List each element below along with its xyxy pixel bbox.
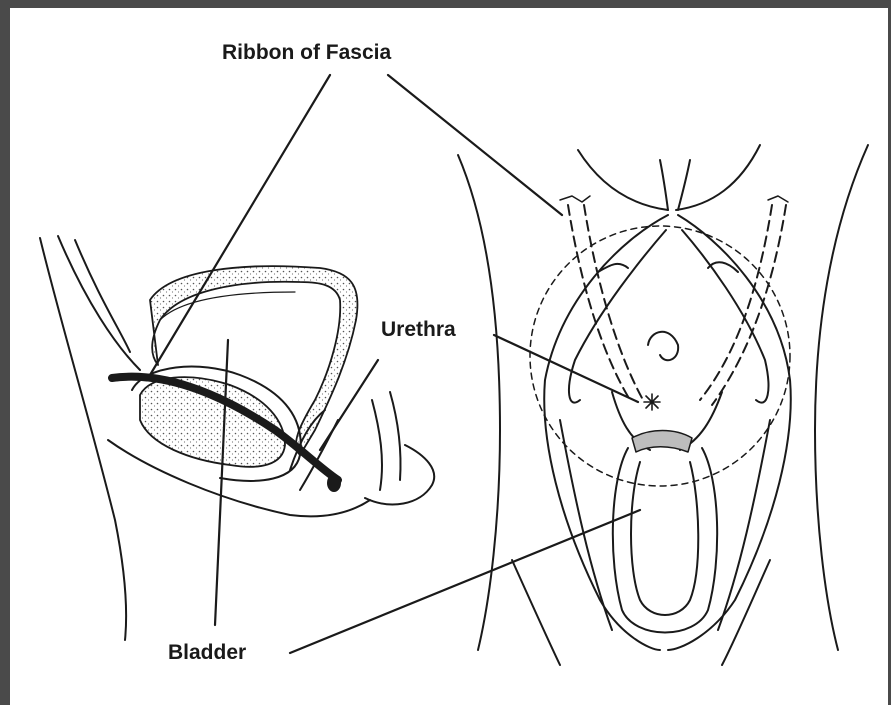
rectum-outline <box>372 400 382 490</box>
leader-lines <box>150 75 640 653</box>
urethra-marker <box>644 394 660 410</box>
frontal-view <box>458 145 868 665</box>
pubic-outline <box>75 240 130 352</box>
abdomen-fold-center-r <box>678 160 690 210</box>
abdominal-wall-outline <box>40 238 126 640</box>
inner-fold-right <box>718 420 770 630</box>
fascia-ribbon-left-a <box>568 205 630 400</box>
right-thigh-outline <box>815 145 868 650</box>
abdomen-fold-left <box>578 150 668 210</box>
vaginal-opening <box>613 448 717 633</box>
retractor-shade <box>632 431 692 453</box>
abdomen-fold-right <box>676 145 760 210</box>
labia-outer-right <box>668 215 791 650</box>
urethra-label: Urethra <box>381 319 456 340</box>
labia-inner-right <box>682 230 768 403</box>
bladder-leader-diagonal <box>290 510 640 653</box>
clitoral-hood <box>648 332 678 360</box>
fascia-ribbon-end <box>327 474 341 492</box>
ribbon-end-left <box>560 196 590 202</box>
ribbon-leader-right <box>388 75 562 215</box>
ribbon-of-fascia-label: Ribbon of Fascia <box>222 42 391 63</box>
abdomen-fold-center-l <box>660 160 668 210</box>
left-groin <box>512 560 560 665</box>
rectum-outline-2 <box>390 392 401 480</box>
urethra-leader <box>494 335 638 402</box>
ribbon-leader-left <box>150 75 330 375</box>
ribbon-end-right <box>768 196 788 202</box>
sagittal-view <box>40 236 434 640</box>
bladder-label: Bladder <box>168 642 246 663</box>
